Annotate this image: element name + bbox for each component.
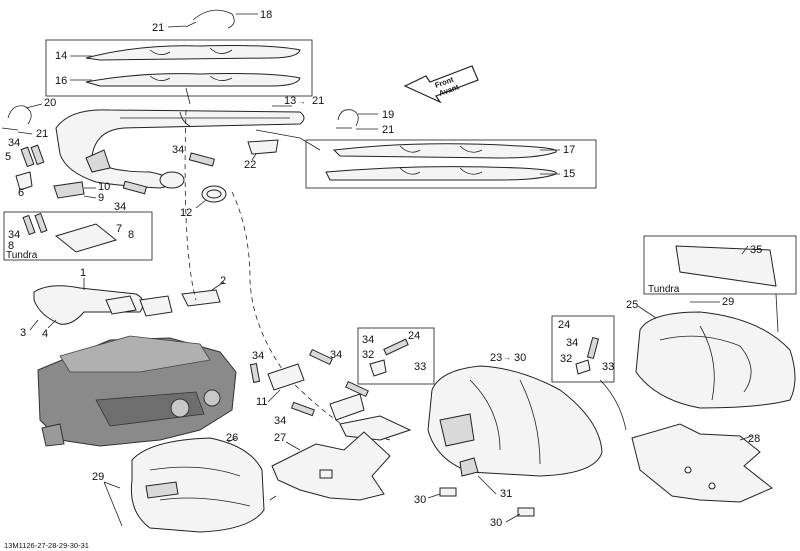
callout-33: 33	[414, 361, 426, 373]
heat-insulation-28	[631, 423, 773, 503]
shield-group-box	[45, 39, 313, 97]
callout-34: 34	[252, 350, 264, 362]
callout-15: 15	[563, 168, 575, 180]
clamp-ring-top	[185, 9, 235, 29]
callout-13: 13	[284, 95, 296, 107]
clamp-ring-right	[336, 109, 359, 129]
callout-24: 24	[408, 330, 420, 342]
callout-10: 10	[98, 181, 110, 193]
tundra-caption: Tundra	[6, 250, 38, 261]
tundra-box-left	[3, 211, 153, 261]
callout-16: 16	[55, 75, 67, 87]
arrow-23-30: →	[503, 353, 511, 362]
engine-block	[37, 335, 237, 447]
callout-34: 34	[172, 144, 184, 156]
callout-24: 24	[558, 319, 570, 331]
callout-34: 34	[114, 201, 126, 213]
callout-34: 34	[330, 349, 342, 361]
callout-34: 34	[362, 334, 374, 346]
spring-kit-box-left	[357, 327, 435, 385]
tundra-caption: Tundra	[648, 284, 680, 295]
shield-group-box-2	[305, 139, 597, 189]
callout-34: 34	[566, 337, 578, 349]
callout-30: 30	[490, 517, 502, 529]
callout-33: 33	[602, 361, 614, 373]
callout-1: 1	[80, 267, 86, 279]
callout-30: 30	[514, 352, 526, 364]
side-cover-25	[635, 311, 796, 409]
callout-28: 28	[748, 433, 760, 445]
callout-25: 25	[626, 299, 638, 311]
callout-11: 11	[256, 396, 267, 408]
callout-21: 21	[382, 124, 394, 136]
callout-21: 21	[312, 95, 324, 107]
callout-35: 35	[750, 244, 762, 256]
exhaust-sleeve-11	[249, 348, 412, 441]
spring-kit-box-right	[551, 315, 615, 383]
callout-32: 32	[362, 349, 374, 361]
exhaust-muffler	[55, 109, 305, 189]
support-bracket-22	[247, 139, 279, 155]
tundra-box-right	[643, 235, 797, 295]
callout-34: 34	[274, 415, 286, 427]
callout-29: 29	[92, 471, 104, 483]
callout-29: 29	[722, 296, 734, 308]
tundra-bracket-7	[22, 212, 118, 253]
callout-9: 9	[98, 192, 104, 204]
callout-21: 21	[152, 22, 164, 34]
callout-22: 22	[244, 159, 256, 171]
plate-35	[675, 245, 777, 287]
callout-23: 23	[490, 352, 502, 364]
side-cover-26	[130, 437, 265, 533]
callout-3: 3	[20, 327, 26, 339]
callout-5: 5	[5, 151, 11, 163]
exhaust-ring-12	[201, 185, 227, 203]
heat-shield-16	[85, 73, 301, 87]
callout-32: 32	[560, 353, 572, 365]
callout-34: 34	[8, 229, 20, 241]
callout-14: 14	[55, 50, 67, 62]
springs-left	[15, 144, 215, 199]
spring-kit-left	[369, 338, 409, 377]
callout-34: 34	[8, 137, 20, 149]
clamp-ring-left	[1, 105, 32, 131]
diagram-code: 13M1126-27-28-29-30-31	[4, 541, 89, 550]
heat-shield-17	[332, 143, 557, 159]
spring-kit-right	[575, 336, 600, 375]
callout-8: 8	[128, 229, 134, 241]
callout-26: 26	[226, 432, 238, 444]
front-direction-arrow: Front Avant	[403, 65, 479, 104]
callout-7: 7	[116, 223, 122, 235]
exhaust-manifold	[33, 285, 221, 325]
callout-31: 31	[500, 488, 512, 500]
callout-8: 8	[8, 240, 14, 252]
callout-30: 30	[414, 494, 426, 506]
callout-6: 6	[18, 187, 24, 199]
clip-30	[439, 457, 535, 517]
callout-18: 18	[260, 9, 272, 21]
callout-27: 27	[274, 432, 286, 444]
callout-21: 21	[36, 128, 48, 140]
heat-insulation-27	[271, 431, 391, 501]
arrow-13-21: →	[298, 97, 306, 106]
callout-17: 17	[563, 144, 575, 156]
callout-2: 2	[220, 275, 226, 287]
muffler-housing-23	[427, 365, 603, 477]
callout-19: 19	[382, 109, 394, 121]
callout-4: 4	[42, 328, 48, 340]
heat-shield-14	[85, 45, 301, 61]
heat-shield-15	[325, 166, 557, 181]
callout-20: 20	[44, 97, 56, 109]
